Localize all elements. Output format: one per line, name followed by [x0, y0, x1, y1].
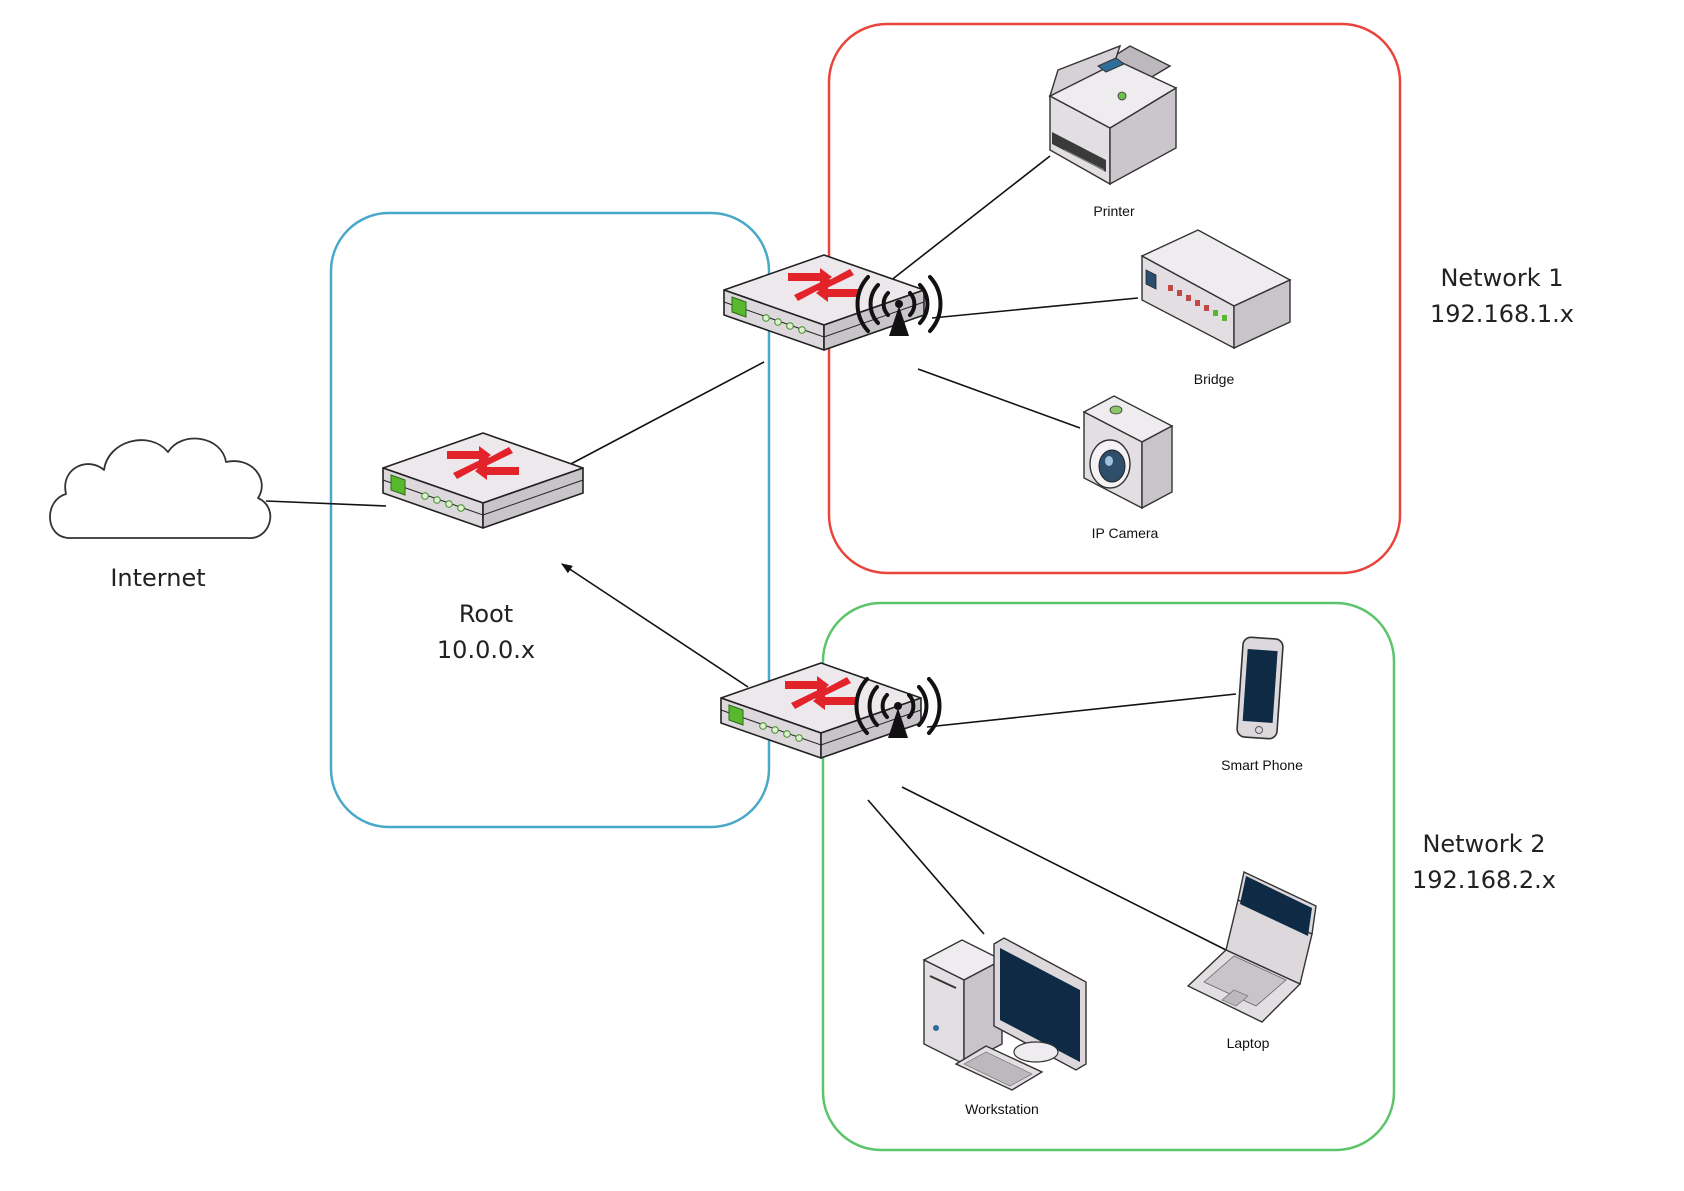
network2-zone	[821, 601, 1396, 1152]
ap2-wireless-router-icon	[720, 662, 942, 759]
root-label: Root	[459, 600, 513, 628]
workstation-icon	[922, 937, 1087, 1091]
network2-name: Network 2	[1422, 830, 1545, 858]
printer-label: Printer	[1093, 203, 1135, 219]
printer-icon	[1048, 44, 1178, 186]
laptop-icon	[1186, 870, 1317, 1023]
network1-name: Network 1	[1440, 264, 1563, 292]
connections	[265, 155, 1237, 951]
link-ap1-printer	[875, 155, 1051, 293]
cloud-icon	[49, 437, 272, 539]
link-ap2-smartphone	[926, 693, 1237, 728]
root-zone	[329, 211, 771, 829]
link-ap1-root	[547, 361, 765, 477]
network1-subnet: 192.168.1.x	[1430, 300, 1574, 328]
root-subnet: 10.0.0.x	[437, 636, 535, 664]
network2-subnet: 192.168.2.x	[1412, 866, 1556, 894]
smartphone-icon	[1236, 636, 1284, 740]
link-internet-root	[265, 500, 387, 507]
internet-label: Internet	[110, 564, 205, 592]
link-ap1-bridge	[931, 297, 1139, 319]
workstation-label: Workstation	[965, 1101, 1039, 1117]
ap1-wireless-router-icon	[723, 254, 943, 351]
link-ap2-workstation	[867, 799, 985, 935]
bridge-icon	[1140, 229, 1292, 350]
root-router-icon	[382, 432, 584, 529]
laptop-label: Laptop	[1227, 1035, 1270, 1051]
bridge-label: Bridge	[1194, 371, 1235, 387]
smartphone-label: Smart Phone	[1221, 757, 1303, 773]
link-ap2-root	[561, 563, 749, 688]
link-ap2-laptop	[901, 786, 1227, 951]
ipcamera-label: IP Camera	[1092, 525, 1159, 541]
camera-icon	[1082, 395, 1174, 510]
link-ap1-camera	[917, 368, 1081, 429]
